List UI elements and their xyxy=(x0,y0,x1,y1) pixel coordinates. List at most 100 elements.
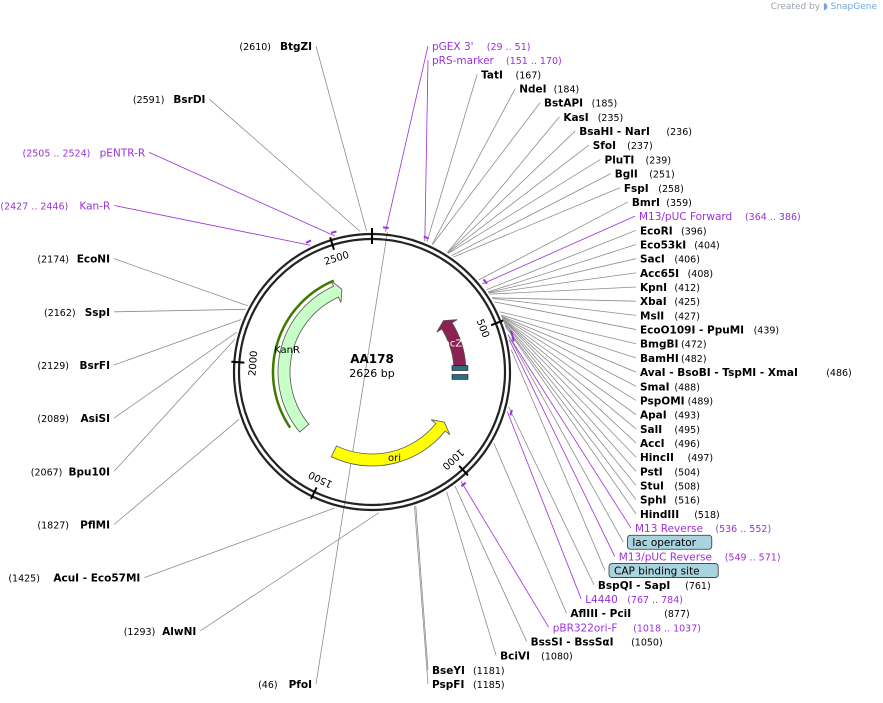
enzyme-label-group[interactable]: SspI(2162) xyxy=(44,307,110,319)
enzyme-label-group[interactable]: EcoRI(396) xyxy=(640,225,707,237)
enzyme-name[interactable]: SalI xyxy=(640,424,662,436)
enzyme-name[interactable]: SspI xyxy=(85,307,110,319)
enzyme-name[interactable]: FspI xyxy=(624,183,649,195)
enzyme-label-group[interactable]: NdeI(184) xyxy=(519,84,579,96)
primer-label-group[interactable]: pENTR-R(2505 .. 2524) xyxy=(23,147,146,159)
enzyme-label-group[interactable]: BsrFI(2129) xyxy=(37,360,110,372)
primer-name[interactable]: pENTR-R xyxy=(100,147,146,159)
enzyme-label-group[interactable]: TatI(167) xyxy=(481,69,541,81)
enzyme-label-group[interactable]: BstAPI(185) xyxy=(544,98,617,110)
enzyme-label-group[interactable]: Bpu10I(2067) xyxy=(31,466,110,478)
enzyme-label-group[interactable]: PspOMI(489) xyxy=(640,395,713,407)
enzyme-name[interactable]: BsrFI xyxy=(79,360,110,372)
enzyme-name[interactable]: SphI xyxy=(640,495,666,507)
enzyme-name[interactable]: BciVI xyxy=(500,651,530,663)
enzyme-name[interactable]: Acc65I xyxy=(640,268,679,280)
primer-label-group[interactable]: M13 Reverse(536 .. 552) xyxy=(635,523,771,535)
enzyme-name[interactable]: PluTI xyxy=(605,154,635,166)
enzyme-name[interactable]: PfoI xyxy=(289,679,312,691)
enzyme-name[interactable]: AvaI - BsoBI - TspMI - XmaI xyxy=(640,367,798,379)
enzyme-name[interactable]: BsaHI - NarI xyxy=(579,126,650,138)
enzyme-label-group[interactable]: AflIII - PciI(877) xyxy=(570,608,689,620)
enzyme-label-group[interactable]: AlwNI(1293) xyxy=(124,626,197,638)
enzyme-label-group[interactable]: SacI(406) xyxy=(640,254,700,266)
enzyme-label-group[interactable]: KasI(235) xyxy=(563,112,623,124)
enzyme-name[interactable]: Bpu10I xyxy=(68,466,110,478)
feature-lacz--arrow[interactable] xyxy=(436,319,467,368)
enzyme-label-group[interactable]: BssSI - BssSαI(1050) xyxy=(531,636,663,648)
enzyme-name[interactable]: SmaI xyxy=(640,381,670,393)
box-label-group[interactable]: CAP binding site xyxy=(608,563,719,578)
primer-label-group[interactable]: pRS-marker(151 .. 170) xyxy=(432,55,562,67)
enzyme-label-group[interactable]: PspFI(1185) xyxy=(432,679,505,691)
enzyme-name[interactable]: SfoI xyxy=(593,140,616,152)
enzyme-name[interactable]: PspOMI xyxy=(640,395,685,407)
enzyme-name[interactable]: HincII xyxy=(640,452,674,464)
enzyme-label-group[interactable]: PluTI(239) xyxy=(605,154,672,166)
enzyme-label-group[interactable]: PstI(504) xyxy=(640,466,700,478)
enzyme-name[interactable]: HindIII xyxy=(640,509,679,521)
enzyme-name[interactable]: EcoRI xyxy=(640,225,673,237)
enzyme-name[interactable]: BmrI xyxy=(632,197,660,209)
enzyme-name[interactable]: AflIII - PciI xyxy=(570,608,631,620)
primer-label-group[interactable]: pGEX 3'(29 .. 51) xyxy=(432,41,530,53)
enzyme-name[interactable]: BseYI xyxy=(432,665,465,677)
enzyme-label-group[interactable]: BamHI(482) xyxy=(640,353,707,365)
enzyme-name[interactable]: PstI xyxy=(640,466,663,478)
enzyme-name[interactable]: BmgBI xyxy=(640,339,678,351)
feature-kanr-arrow[interactable] xyxy=(277,280,343,433)
enzyme-name[interactable]: KasI xyxy=(563,112,588,124)
primer-name[interactable]: L4440 xyxy=(585,594,618,606)
primer-name[interactable]: pBR322ori-F xyxy=(553,622,618,634)
primer-name[interactable]: pGEX 3' xyxy=(432,41,474,53)
enzyme-label-group[interactable]: HindIII(518) xyxy=(640,509,720,521)
enzyme-label-group[interactable]: BspQI - SapI(761) xyxy=(598,580,711,592)
enzyme-name[interactable]: EcoO109I - PpuMI xyxy=(640,325,744,337)
enzyme-name[interactable]: SacI xyxy=(640,254,665,266)
enzyme-name[interactable]: ApaI xyxy=(640,410,667,422)
primer-name[interactable]: pRS-marker xyxy=(432,55,495,67)
enzyme-label-group[interactable]: XbaI(425) xyxy=(640,296,700,308)
box-label-group[interactable]: lac operator xyxy=(626,534,713,550)
enzyme-label-group[interactable]: MslI(427) xyxy=(640,310,700,322)
enzyme-label-group[interactable]: HincII(497) xyxy=(640,452,713,464)
primer-name[interactable]: M13/pUC Forward xyxy=(639,211,732,223)
primer-label-group[interactable]: Kan-R(2427 .. 2446) xyxy=(0,201,110,213)
primer-name[interactable]: M13 Reverse xyxy=(635,523,703,535)
enzyme-label-group[interactable]: AvaI - BsoBI - TspMI - XmaI(486) xyxy=(640,367,852,379)
enzyme-name[interactable]: EcoNI xyxy=(77,254,110,266)
enzyme-name[interactable]: BtgZI xyxy=(280,41,312,53)
enzyme-name[interactable]: MslI xyxy=(640,310,664,322)
enzyme-label-group[interactable]: BseYI(1181) xyxy=(432,665,505,677)
enzyme-label-group[interactable]: BmrI(359) xyxy=(632,197,692,209)
enzyme-label-group[interactable]: AsiSI(2089) xyxy=(37,413,110,425)
enzyme-name[interactable]: BstAPI xyxy=(544,98,583,110)
enzyme-label-group[interactable]: BsaHI - NarI(236) xyxy=(579,126,692,138)
enzyme-name[interactable]: BssSI - BssSαI xyxy=(531,636,614,648)
enzyme-label-group[interactable]: SalI(495) xyxy=(640,424,700,436)
enzyme-label-group[interactable]: StuI(508) xyxy=(640,481,700,493)
enzyme-label-group[interactable]: FspI(258) xyxy=(624,183,684,195)
primer-name[interactable]: Kan-R xyxy=(79,201,110,213)
enzyme-name[interactable]: AlwNI xyxy=(162,626,196,638)
enzyme-name[interactable]: KpnI xyxy=(640,282,667,294)
enzyme-label-group[interactable]: EcoNI(2174) xyxy=(37,254,110,266)
enzyme-label-group[interactable]: SfoI(237) xyxy=(593,140,653,152)
enzyme-label-group[interactable]: SmaI(488) xyxy=(640,381,700,393)
enzyme-label-group[interactable]: PfoI(46) xyxy=(258,679,312,691)
enzyme-label-group[interactable]: BsrDI(2591) xyxy=(133,94,206,106)
enzyme-label-group[interactable]: BtgZI(2610) xyxy=(239,41,312,53)
enzyme-label-group[interactable]: Acc65I(408) xyxy=(640,268,713,280)
primer-name[interactable]: M13/pUC Reverse xyxy=(619,551,712,563)
primer-label-group[interactable]: M13/pUC Reverse(549 .. 571) xyxy=(619,551,781,563)
boxed-feature-badge[interactable] xyxy=(626,534,713,550)
enzyme-name[interactable]: NdeI xyxy=(519,84,546,96)
enzyme-name[interactable]: AsiSI xyxy=(81,413,110,425)
enzyme-label-group[interactable]: ApaI(493) xyxy=(640,410,700,422)
enzyme-name[interactable]: PflMI xyxy=(80,520,110,532)
enzyme-name[interactable]: PspFI xyxy=(432,679,464,691)
enzyme-name[interactable]: XbaI xyxy=(640,296,667,308)
enzyme-label-group[interactable]: AccI(496) xyxy=(640,438,700,450)
enzyme-name[interactable]: BamHI xyxy=(640,353,679,365)
enzyme-name[interactable]: AccI xyxy=(640,438,664,450)
